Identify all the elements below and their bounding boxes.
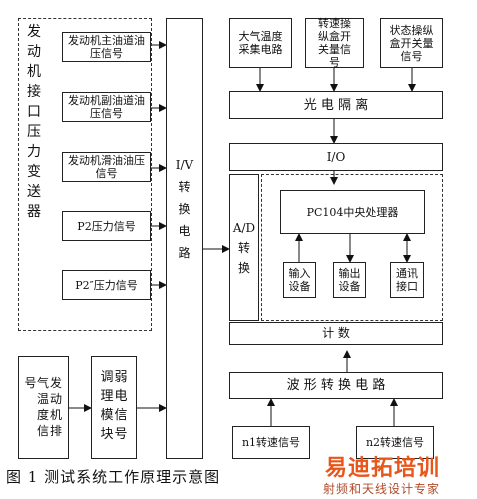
weak-module-label-char: 理 bbox=[100, 388, 114, 404]
exhaust-label-char: 排 bbox=[49, 423, 62, 438]
optical-isolation: 光 电 隔 离 bbox=[229, 91, 443, 119]
exhaust-label-char: 号 bbox=[24, 375, 37, 390]
group-label-char: 送 bbox=[27, 184, 41, 200]
weak-signal-module: 弱电信号 调理模块 bbox=[91, 356, 137, 459]
output-device: 输出设备 bbox=[333, 262, 366, 298]
weak-module-label-char: 调 bbox=[100, 369, 114, 385]
group-label-char: 力 bbox=[27, 144, 41, 160]
ad-label-part: 换 bbox=[237, 260, 250, 275]
exhaust-label-char: 动 bbox=[49, 391, 62, 406]
watermark-tagline: 射频和天线设计专家 bbox=[323, 482, 441, 496]
pc104-cpu: PC104中央处理器 bbox=[280, 190, 425, 234]
ad-conversion: A/D 转换 bbox=[229, 174, 259, 321]
figure-caption: 图 1 测试系统工作原理示意图 bbox=[6, 468, 221, 486]
group-label-char: 接 bbox=[27, 84, 41, 100]
ad-label-part: 转 bbox=[237, 240, 250, 255]
n2-speed-signal: n2转速信号 bbox=[356, 426, 434, 459]
sensor-p2-double-prime: P2″压力信号 bbox=[62, 270, 151, 300]
weak-module-label-char: 弱 bbox=[114, 369, 128, 385]
sensor-p2: P2压力信号 bbox=[62, 211, 151, 241]
air-temp-acquisition: 大气温度采集电路 bbox=[229, 18, 292, 68]
state-switch-signal: 状态操纵盒开关量信号 bbox=[380, 18, 443, 68]
exhaust-label-char: 信 bbox=[36, 423, 49, 438]
iv-label-part: 路 bbox=[178, 245, 191, 260]
input-device: 输入设备 bbox=[283, 262, 316, 298]
weak-module-label-char: 模 bbox=[100, 407, 114, 423]
watermark-logo-text: 易迪拓培训 bbox=[325, 456, 441, 481]
group-label-char: 变 bbox=[27, 164, 41, 180]
processor-group bbox=[261, 174, 443, 321]
exhaust-label-char: 度 bbox=[36, 407, 49, 422]
sensor-main-oil: 发动机主油道油压信号 bbox=[62, 32, 151, 62]
iv-label-part: I/V bbox=[175, 157, 194, 172]
group-label-char: 机 bbox=[27, 64, 41, 80]
group-label-char: 器 bbox=[27, 204, 41, 220]
sensor-lube-oil: 发动机滑油油压信号 bbox=[62, 152, 151, 182]
exhaust-label-char: 温 bbox=[36, 391, 49, 406]
group-label-char: 动 bbox=[27, 44, 41, 60]
exhaust-label-char: 发 bbox=[49, 375, 62, 390]
iv-label-part: 转 bbox=[178, 179, 191, 194]
n1-speed-signal: n1转速信号 bbox=[232, 426, 310, 459]
pressure-transmitter-label: 发动机接口压力变送器 bbox=[23, 22, 45, 222]
exhaust-label-char: 气 bbox=[36, 375, 49, 390]
counter-block: 计 数 bbox=[229, 322, 443, 345]
waveform-conversion: 波 形 转 换 电 路 bbox=[229, 372, 443, 399]
iv-label-part: 电 bbox=[178, 223, 191, 238]
io-block: I/O bbox=[229, 143, 443, 171]
weak-module-label-char: 电 bbox=[114, 388, 128, 404]
sensor-aux-oil: 发动机副油道油压信号 bbox=[62, 92, 151, 122]
speed-switch-signal: 转速操纵盒开关量信号 bbox=[305, 17, 364, 69]
iv-label-part: 换 bbox=[178, 201, 191, 216]
weak-module-label-char: 号 bbox=[114, 426, 128, 442]
iv-conversion-circuit: I/V 转换电路 bbox=[166, 18, 203, 459]
weak-module-label-char: 块 bbox=[100, 426, 114, 442]
weak-module-label-char: 信 bbox=[114, 407, 128, 423]
group-label-char: 发 bbox=[27, 24, 41, 40]
pressure-transmitter-group bbox=[18, 18, 152, 331]
group-label-char: 口 bbox=[27, 104, 41, 120]
exhaust-label-char: 机 bbox=[49, 407, 62, 422]
group-label-char: 压 bbox=[27, 124, 41, 140]
exhaust-temp-signal: 发动机排 气温度信 号 bbox=[18, 356, 69, 459]
ad-label-part: A/D bbox=[232, 220, 256, 235]
comm-interface: 通讯接口 bbox=[390, 262, 424, 298]
